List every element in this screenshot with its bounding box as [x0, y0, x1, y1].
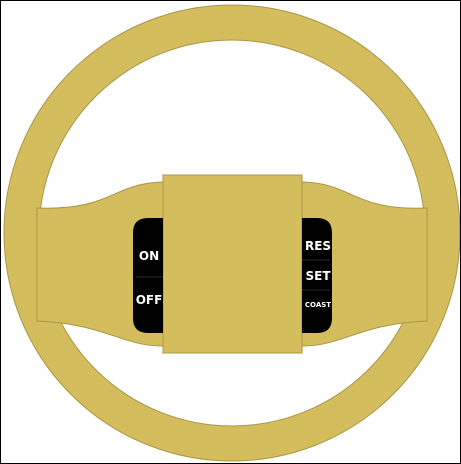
set-button[interactable]: SET [305, 269, 331, 283]
coast-button[interactable]: COAST [305, 301, 331, 309]
res-button[interactable]: RES [305, 239, 331, 253]
left-control-panel [133, 218, 163, 333]
off-button[interactable]: OFF [136, 293, 163, 307]
wheel-hub [163, 175, 302, 353]
on-button[interactable]: ON [139, 249, 159, 263]
